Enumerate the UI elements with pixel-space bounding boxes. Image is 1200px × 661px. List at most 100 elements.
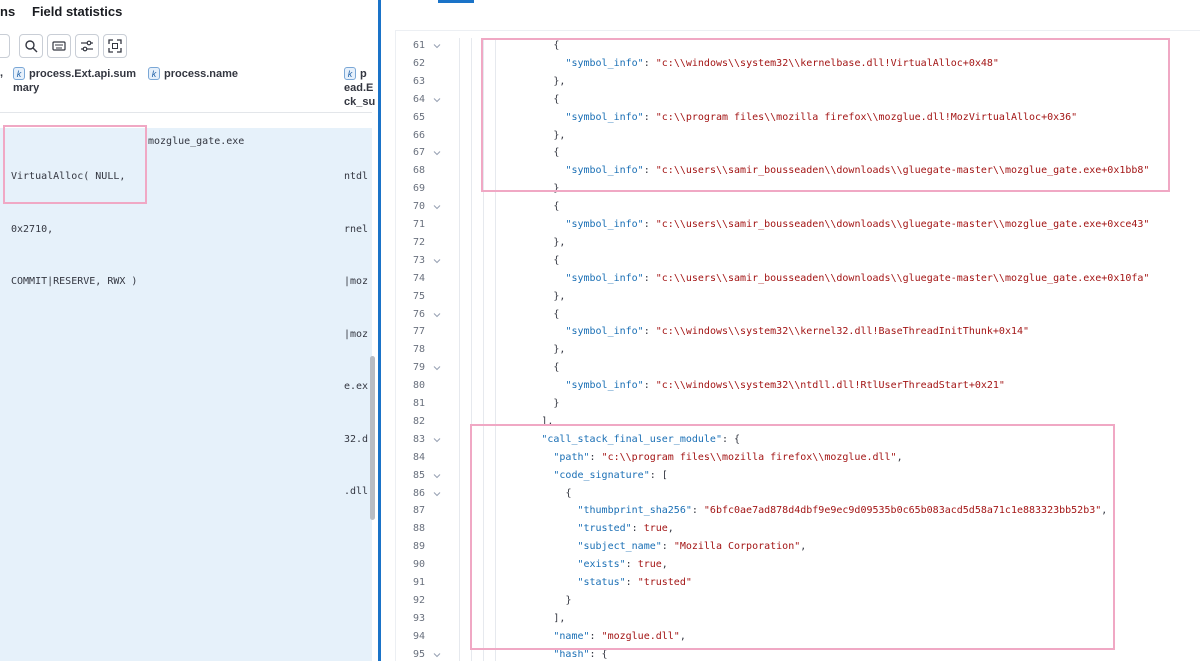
fold-chevron-icon[interactable] (433, 96, 441, 104)
code-line: 93], (381, 610, 1200, 628)
json-punctuation: , (667, 523, 674, 535)
code-text: { (553, 37, 559, 55)
code-text: } (565, 592, 571, 610)
code-text: "exists": true, (577, 556, 667, 574)
code-line: 91"status": "trusted" (381, 574, 1200, 592)
code-line: 71 "symbol_info": "c:\\users\\samir_bouss… (381, 216, 1200, 234)
code-line: 74"symbol_info": "c:\\users\\samir_bouss… (381, 270, 1200, 288)
json-punctuation: : (643, 57, 656, 69)
fold-chevron-icon[interactable] (433, 311, 441, 319)
fullscreen-button[interactable] (103, 34, 127, 58)
tab-partial[interactable]: ns (0, 4, 16, 19)
fold-chevron-icon[interactable] (433, 472, 441, 480)
search-icon (25, 40, 38, 53)
json-punctuation: { (565, 487, 572, 499)
code-text: "symbol_info": "c:\\users\\samir_boussea… (565, 162, 1149, 180)
call-stack-line: |moz (344, 328, 369, 340)
indent-guide (471, 38, 472, 661)
code-line: 62"symbol_info": "c:\\windows\\system32\… (381, 55, 1200, 73)
fold-chevron-icon[interactable] (433, 490, 441, 498)
json-key: "symbol_info" (565, 380, 644, 392)
code-line: 85"code_signature": [ (381, 467, 1200, 485)
json-punctuation: , (679, 630, 686, 642)
json-string: "Mozilla Corporation" (673, 541, 801, 553)
keyword-type-token: k (13, 67, 25, 80)
json-key: "status" (577, 577, 626, 588)
json-punctuation: { (553, 93, 560, 105)
code-text: "symbol_info": "c:\\windows\\system32\\n… (565, 377, 1005, 395)
line-number: 90 (412, 559, 425, 571)
code-line: 95"hash": { (381, 646, 1200, 661)
code-line: 67{ (381, 144, 1200, 162)
json-punctuation: : (589, 630, 602, 642)
code-line: 83"call_stack_final_user_module": { (381, 431, 1200, 449)
json-punctuation: : (631, 523, 644, 535)
json-string: "c:\\users\\samir_bousseaden\\downloads\… (655, 219, 1150, 230)
fold-chevron-icon[interactable] (433, 149, 441, 157)
display-options-button[interactable] (75, 34, 99, 58)
json-punctuation: : (625, 577, 638, 588)
keyboard-button[interactable] (47, 34, 71, 58)
code-text: } (553, 395, 559, 413)
json-punctuation: { (553, 308, 560, 320)
line-number: 75 (412, 290, 425, 302)
code-text: "code_signature": [ (553, 467, 667, 485)
code-line: 77"symbol_info": "c:\\windows\\system32\… (381, 323, 1200, 341)
line-number: 70 (412, 201, 425, 213)
json-punctuation: : (589, 451, 602, 463)
fold-chevron-icon[interactable] (433, 436, 441, 444)
tab-field-statistics[interactable]: Field statistics (32, 4, 123, 19)
column-header-label-cont: ck_su (344, 96, 376, 108)
json-punctuation: , (800, 541, 807, 553)
call-stack-line: e.ex (344, 381, 369, 392)
code-line: 63}, (381, 73, 1200, 91)
json-punctuation: { (553, 40, 560, 51)
line-number: 71 (412, 219, 425, 230)
keyword-type-token: k (148, 67, 160, 80)
table-row-selected[interactable] (0, 128, 372, 661)
column-header-label-cont: mary (13, 82, 40, 94)
code-text: { (553, 306, 559, 324)
json-punctuation: }, (553, 129, 566, 141)
toolbar-button-partial[interactable] (0, 34, 10, 58)
code-text: "thumbprint_sha256": "6bfc0ae7ad878d4dbf… (577, 502, 1107, 520)
line-number: 79 (412, 362, 425, 374)
json-key: "trusted" (577, 523, 632, 535)
code-text: }, (553, 234, 565, 252)
fold-chevron-icon[interactable] (433, 257, 441, 265)
json-punctuation: { (553, 254, 560, 266)
call-stack-line: 32.d (344, 433, 369, 445)
sliders-icon (81, 40, 93, 52)
column-header-label-cont: ead.E (344, 82, 374, 94)
code-line: 65"symbol_info": "c:\\program files\\moz… (381, 109, 1200, 127)
panel-resize-handle[interactable] (378, 0, 381, 661)
json-punctuation: }, (553, 344, 566, 356)
column-header-api-summary[interactable]: k process.Ext.api.sum mary (13, 67, 143, 95)
code-line: 92} (381, 592, 1200, 610)
column-header-label: process.Ext.api.sum (29, 68, 136, 80)
active-tab-indicator[interactable] (438, 0, 474, 3)
fold-chevron-icon[interactable] (433, 651, 441, 659)
vertical-scrollbar[interactable] (370, 356, 375, 520)
code-text: "call_stack_final_user_module": { (541, 431, 740, 449)
fold-chevron-icon[interactable] (433, 42, 441, 50)
code-text: "symbol_info": "c:\\users\\samir_boussea… (565, 216, 1149, 234)
code-text: "hash": { (553, 646, 607, 661)
line-number: 74 (412, 272, 425, 284)
column-header-label: p (360, 68, 367, 80)
code-text: }, (553, 288, 565, 306)
code-top-border (395, 30, 1200, 31)
json-string: "6bfc0ae7ad878d4dbf9e9ec9d09535b0c65b083… (703, 505, 1102, 517)
code-text: { (553, 198, 559, 216)
line-number: 94 (412, 630, 425, 642)
fold-chevron-icon[interactable] (433, 203, 441, 211)
code-line: 70 { (381, 198, 1200, 216)
code-text: "symbol_info": "c:\\windows\\system32\\k… (565, 323, 1029, 341)
json-key: "symbol_info" (565, 326, 644, 338)
fold-chevron-icon[interactable] (433, 364, 441, 372)
code-line: 87"thumbprint_sha256": "6bfc0ae7ad878d4d… (381, 502, 1200, 520)
search-button[interactable] (19, 34, 43, 58)
